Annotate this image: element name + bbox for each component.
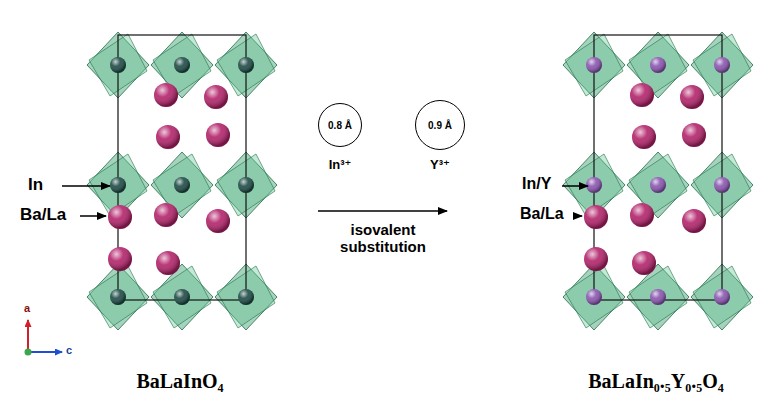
- atom-label: Ba/La: [20, 205, 66, 225]
- substituted-structure: [563, 32, 753, 330]
- atom-label: In/Y: [522, 175, 551, 193]
- axis-origin: [25, 349, 32, 356]
- formula-label: BaLaIn₀.₅Y₀.₅O₄: [588, 370, 724, 393]
- leader-arrow: [562, 185, 588, 187]
- ion-label: In³⁺: [329, 158, 352, 173]
- ion-size-circle: 0.8 Å: [318, 103, 362, 147]
- axis-arrow: [27, 320, 29, 352]
- formula-label: BaLaInO₄: [136, 370, 223, 393]
- size-value: 0.8 Å: [327, 119, 353, 132]
- leader-arrow: [80, 215, 106, 217]
- ion-label: Y³⁺: [430, 158, 450, 173]
- leader-arrow: [578, 215, 582, 217]
- atom-label: In: [28, 175, 43, 195]
- ion-size-circle: 0.9 Å: [415, 100, 465, 150]
- atom-label: Ba/La: [520, 205, 564, 223]
- axis-arrow: [28, 351, 62, 353]
- axis-label: c: [66, 344, 72, 357]
- leader-arrow: [62, 185, 110, 187]
- axis-label: a: [24, 302, 30, 315]
- process-label: isovalent substitution: [328, 221, 438, 256]
- balaino4-structure: [87, 32, 277, 330]
- size-value: 0.9 Å: [427, 119, 453, 132]
- reaction-arrow: [318, 210, 447, 212]
